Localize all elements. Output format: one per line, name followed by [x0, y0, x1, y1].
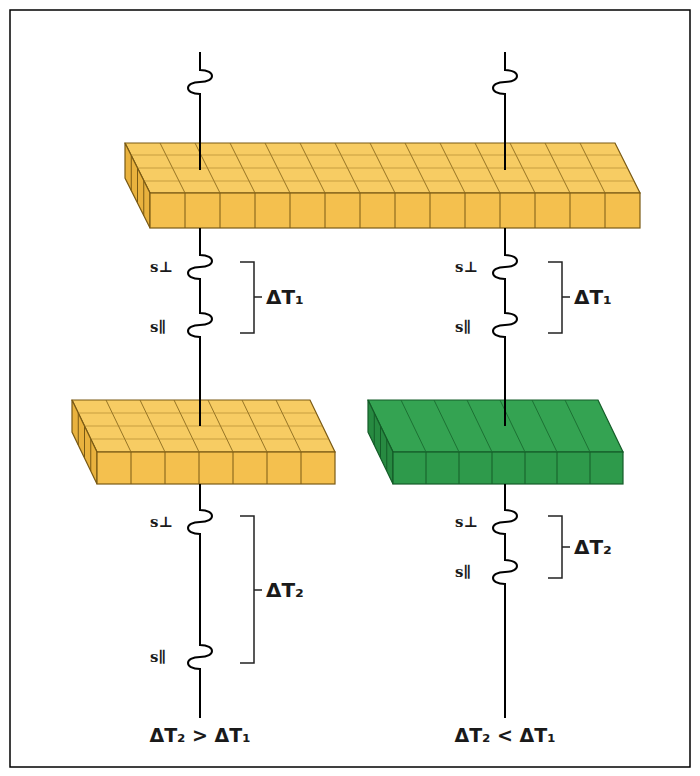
- slab-front-face: [393, 452, 623, 484]
- slab-top-face: [125, 143, 640, 193]
- slab-top-face: [368, 400, 623, 452]
- lower-right-crystal-slab: [368, 400, 623, 484]
- polarization-label: s∥: [455, 318, 471, 336]
- slab-cell-lines: [374, 413, 387, 471]
- delay-label: ΔT₁: [266, 285, 304, 309]
- split-wave: [493, 228, 517, 426]
- slab-side-face: [72, 400, 97, 484]
- delay-label: ΔT₂: [574, 535, 612, 559]
- delay-brackets: [240, 262, 570, 663]
- bracket: [240, 262, 262, 333]
- bracket: [548, 262, 570, 333]
- slab-top-face: [72, 400, 335, 452]
- polarization-label: s⊥: [455, 513, 478, 531]
- bracket: [548, 516, 570, 578]
- slab-cell-lines: [131, 156, 144, 216]
- polarization-label: s∥: [150, 318, 166, 336]
- slab-cell-lines: [131, 452, 301, 484]
- top-crystal-slab: [125, 143, 640, 228]
- polarization-label: s⊥: [150, 513, 173, 531]
- slab-front-face: [97, 452, 335, 484]
- polarization-label: s⊥: [150, 258, 173, 276]
- slab-side-face: [125, 143, 150, 228]
- slab-front-face: [150, 193, 640, 228]
- bracket: [240, 516, 262, 663]
- slab-cell-lines: [185, 193, 605, 228]
- slab-grain-lines: [78, 413, 329, 439]
- slab-grain-lines: [131, 155, 634, 181]
- split-wave: [188, 484, 212, 718]
- polarization-label: s⊥: [455, 258, 478, 276]
- incident-wave: [188, 52, 212, 170]
- lower-left-crystal-slab: [72, 400, 335, 484]
- slab-grain-lines: [401, 400, 590, 452]
- incident-wave: [493, 52, 517, 170]
- polarization-label: s∥: [455, 563, 471, 581]
- frame-border: [10, 10, 690, 767]
- comparison-label: ΔT₂ > ΔT₁: [149, 724, 250, 747]
- comparison-label: ΔT₂ < ΔT₁: [454, 724, 555, 747]
- delay-label: ΔT₂: [266, 578, 304, 602]
- delay-label: ΔT₁: [574, 285, 612, 309]
- slab-cell-lines: [78, 413, 91, 471]
- slab-side-face: [368, 400, 393, 484]
- slab-cell-lines: [426, 452, 590, 484]
- shear-waves: [188, 52, 517, 718]
- split-wave: [188, 228, 212, 426]
- split-wave: [493, 484, 517, 718]
- polarization-label: s∥: [150, 648, 166, 666]
